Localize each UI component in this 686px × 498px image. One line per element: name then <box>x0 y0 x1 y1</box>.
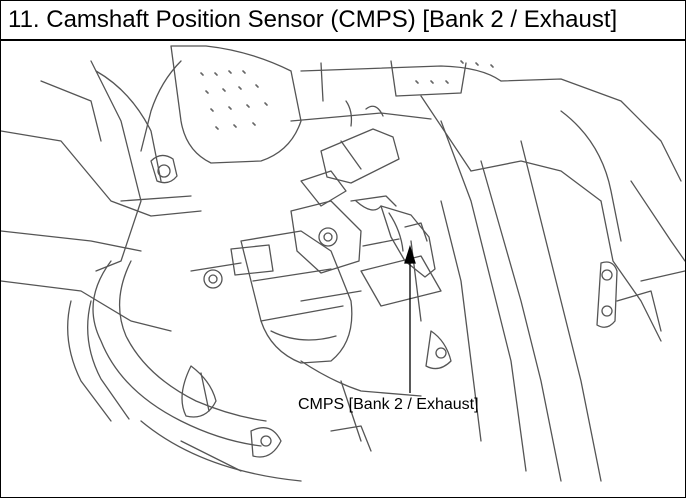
callout-leader <box>405 247 415 393</box>
figure-title: 11. Camshaft Position Sensor (CMPS) [Ban… <box>8 6 618 33</box>
callout-label: CMPS [Bank 2 / Exhaust] <box>298 396 479 413</box>
title-bar: 11. Camshaft Position Sensor (CMPS) [Ban… <box>1 1 685 41</box>
engine-line-drawing <box>1 41 685 497</box>
